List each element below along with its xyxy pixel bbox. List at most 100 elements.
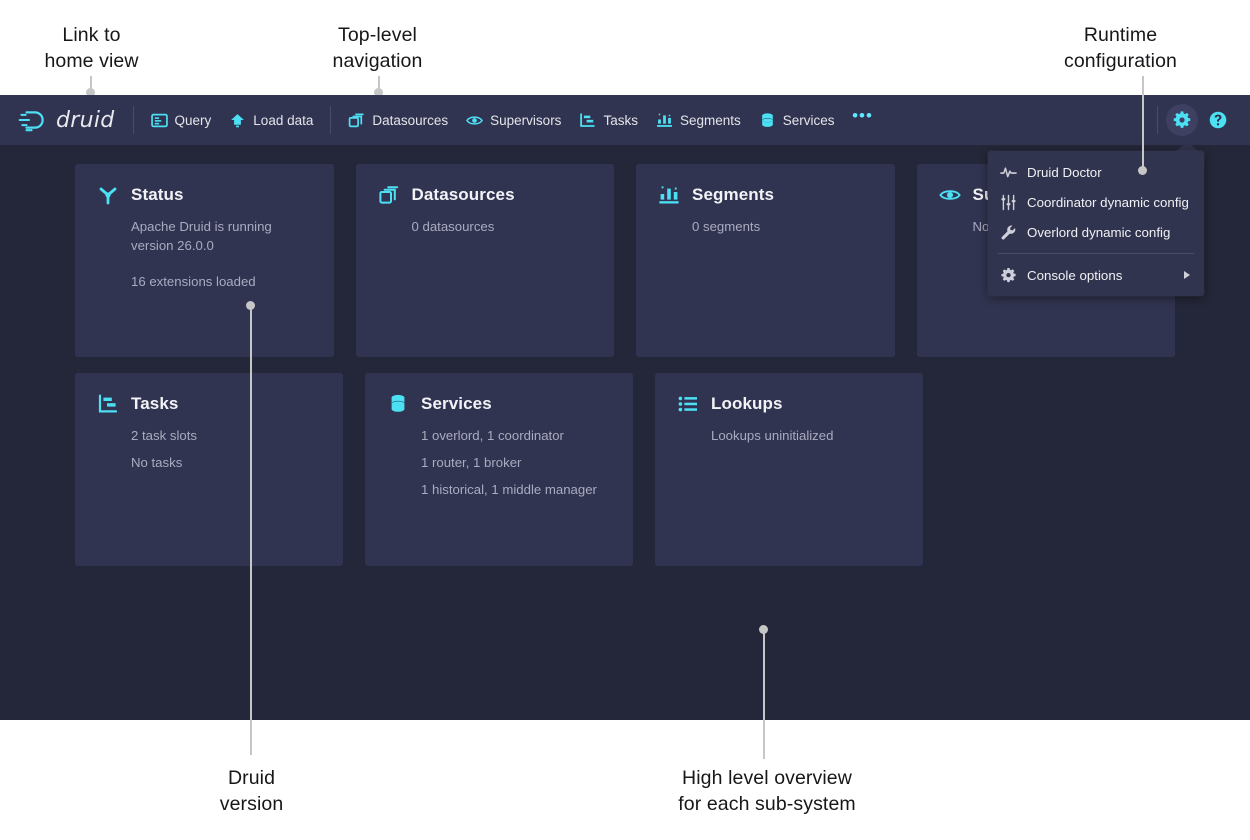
wrench-icon (1001, 224, 1016, 240)
card-body: 0 datasources (378, 217, 595, 236)
nav-divider (132, 106, 134, 134)
card-datasources[interactable]: Datasources 0 datasources (355, 164, 614, 357)
nav-item-label: Load data (253, 112, 314, 128)
annotation-leader-dot (373, 88, 383, 97)
menu-caret (1176, 142, 1198, 151)
annotation-top-level-navigation: Top-level navigation (332, 24, 423, 72)
nav-item-datasources[interactable]: Datasources (339, 103, 457, 137)
card-title: Status (131, 185, 184, 204)
top-annotation-layer: Link to home view Top-level navigation R… (0, 0, 1250, 97)
card-line: 1 router, 1 broker (421, 455, 522, 470)
annotation-high-level-overview: High level overview for each sub-system (678, 767, 856, 815)
services-icon (391, 394, 405, 412)
card-line: 1 overlord, 1 coordinator (421, 428, 564, 443)
nav-item-services[interactable]: Services (750, 103, 844, 137)
card-status[interactable]: Status Apache Druid is running version 2… (75, 164, 334, 357)
segments-icon (659, 186, 679, 204)
card-header: Lookups (677, 393, 903, 415)
druid-home-logo-link[interactable]: druid (14, 95, 125, 145)
annotation-leader-line-druid-version (250, 305, 252, 755)
card-body: 2 task slots No tasks (97, 426, 323, 472)
annotation-leader-dot-runtime (1137, 166, 1147, 175)
card-body: Lookups uninitialized (677, 426, 903, 445)
menu-item-label: Druid Doctor (1027, 164, 1102, 180)
card-title: Segments (692, 185, 775, 204)
annotation-leader-line-runtime (1142, 76, 1144, 170)
help-button[interactable] (1202, 104, 1234, 136)
menu-item-label: Overlord dynamic config (1027, 224, 1171, 240)
druid-console: druid Query Load data (0, 95, 1250, 720)
card-line: Lookups uninitialized (711, 428, 834, 443)
services-icon (761, 112, 773, 127)
submenu-chevron-right-icon (1184, 271, 1190, 279)
nav-item-supervisors[interactable]: Supervisors (457, 103, 570, 137)
card-line: 0 datasources (411, 219, 495, 234)
nav-item-load-data[interactable]: Load data (220, 103, 322, 137)
annotation-leader-line-overview (763, 629, 765, 759)
nav-item-tasks[interactable]: Tasks (570, 103, 647, 137)
nav-more-label: ••• (852, 106, 873, 125)
nav-item-label: Services (782, 112, 835, 128)
card-title: Tasks (131, 394, 179, 413)
menu-item-console-options[interactable]: Console options (988, 260, 1204, 290)
nav-item-label: Tasks (603, 112, 638, 128)
gear-icon (1001, 267, 1016, 282)
nav-item-label: Query (174, 112, 212, 128)
segments-icon (657, 113, 672, 127)
annotation-link-to-home-view: Link to home view (44, 24, 139, 72)
datasources-icon (349, 112, 365, 127)
nav-item-label: Segments (679, 112, 741, 128)
card-body: Apache Druid is running version 26.0.0 1… (97, 217, 314, 291)
nav-item-query[interactable]: Query (142, 103, 221, 137)
menu-item-coordinator-dynamic-config[interactable]: Coordinator dynamic config (988, 187, 1204, 217)
card-line: Apache Druid is running version 26.0.0 (131, 219, 272, 253)
card-tasks[interactable]: Tasks 2 task slots No tasks (75, 373, 343, 566)
druid-logo-icon (18, 111, 44, 132)
runtime-config-gear-button[interactable] (1166, 104, 1198, 136)
card-line: 2 task slots (131, 428, 197, 443)
annotation-leader-dot-druid-version (245, 301, 255, 310)
nav-item-label: Datasources (372, 112, 449, 128)
menu-divider (998, 253, 1194, 254)
card-header: Services (387, 393, 613, 415)
runtime-config-dropdown-menu: Druid Doctor Coordinator dynamic config … (988, 151, 1204, 296)
card-line: 16 extensions loaded (131, 274, 256, 289)
menu-item-overlord-dynamic-config[interactable]: Overlord dynamic config (988, 217, 1204, 247)
menu-item-druid-doctor[interactable]: Druid Doctor (988, 157, 1204, 187)
card-lookups[interactable]: Lookups Lookups uninitialized (655, 373, 923, 566)
supervisors-icon (466, 115, 484, 125)
druid-logo-text: druid (56, 107, 115, 133)
annotation-druid-version: Druid version (219, 767, 284, 815)
top-navigation-bar: druid Query Load data (0, 95, 1250, 145)
tasks-icon (98, 394, 118, 413)
pulse-icon (1000, 166, 1017, 177)
card-body: 1 overlord, 1 coordinator 1 router, 1 br… (387, 426, 613, 499)
card-header: Status (97, 184, 314, 206)
card-title: Services (421, 394, 492, 413)
sliders-icon (1001, 194, 1016, 210)
card-header: Tasks (97, 393, 323, 415)
card-line: 0 segments (692, 219, 761, 234)
nav-more-button[interactable]: ••• (848, 105, 878, 135)
supervisors-icon (938, 190, 961, 200)
nav-item-segments[interactable]: Segments (647, 103, 750, 137)
home-cards-grid: Status Apache Druid is running version 2… (0, 145, 1250, 566)
nav-divider (330, 106, 332, 134)
nav-item-label: Supervisors (490, 112, 562, 128)
nav-right-actions (1166, 104, 1238, 136)
status-icon (99, 187, 117, 205)
card-services[interactable]: Services 1 overlord, 1 coordinator 1 rou… (365, 373, 633, 566)
datasources-icon (378, 186, 398, 204)
nav-divider (1157, 106, 1158, 134)
annotation-runtime-configuration: Runtime configuration (1064, 24, 1177, 72)
annotation-leader-dot-overview (758, 625, 768, 634)
annotation-leader-dot (85, 88, 95, 97)
annotation-leader-line (90, 76, 92, 95)
load-data-icon (231, 113, 245, 127)
tasks-icon (580, 112, 596, 127)
query-icon (150, 113, 168, 127)
card-header: Datasources (378, 184, 595, 206)
card-segments[interactable]: Segments 0 segments (636, 164, 895, 357)
card-line: No tasks (131, 455, 183, 470)
card-line: 1 historical, 1 middle manager (421, 482, 597, 497)
